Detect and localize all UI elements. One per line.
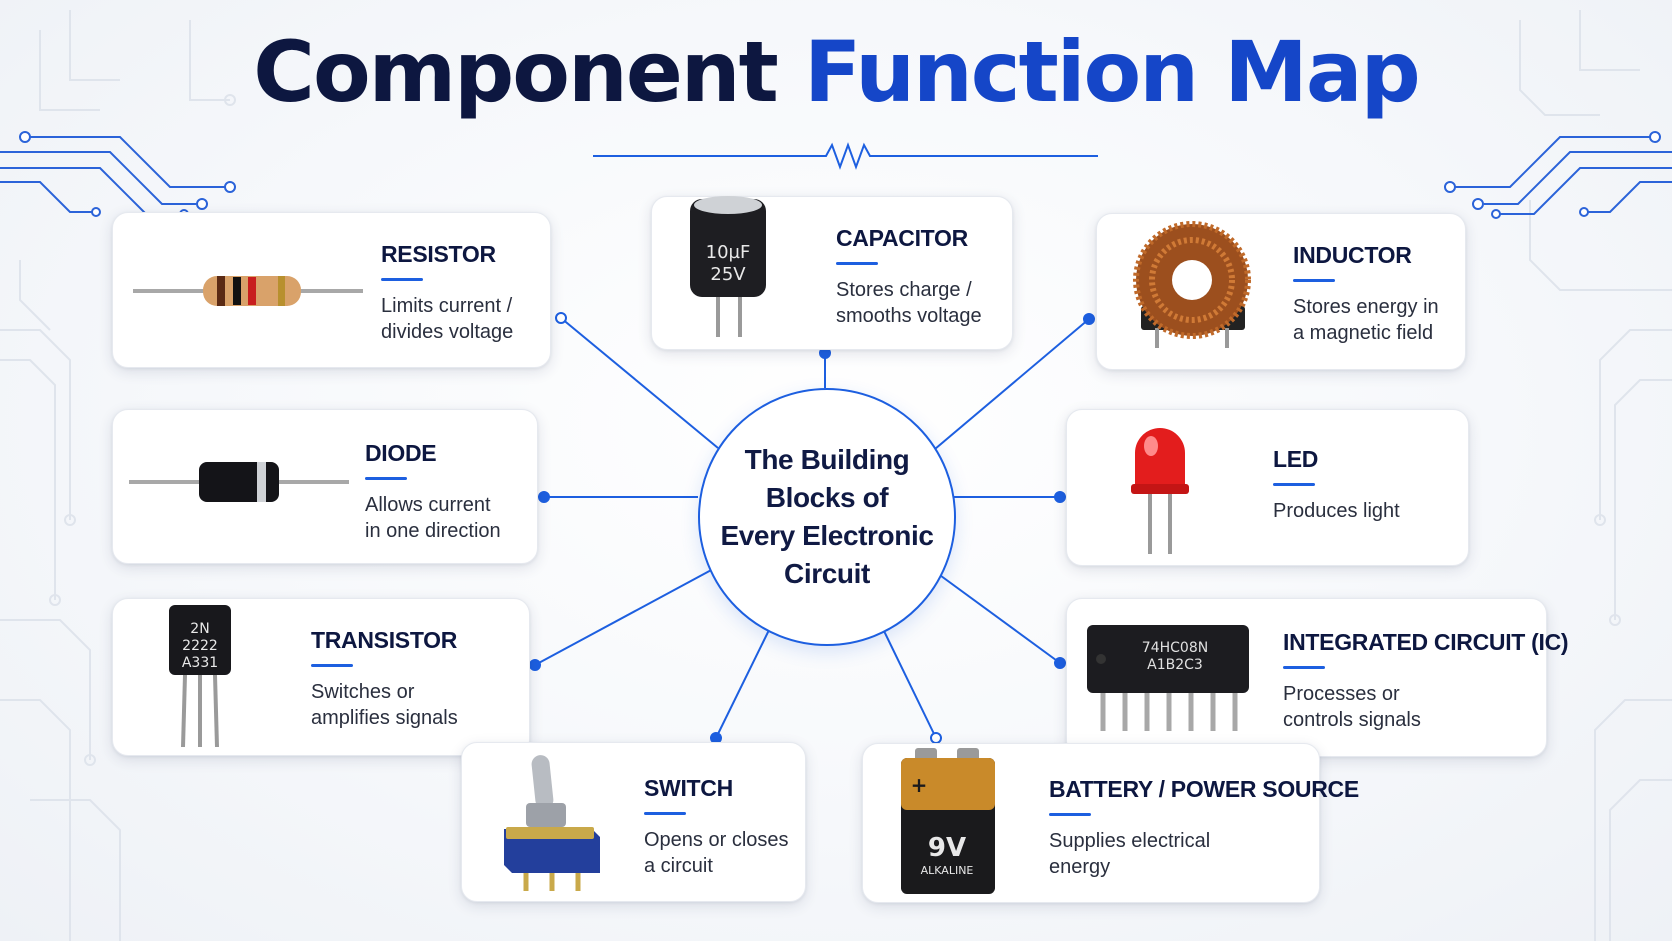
capacitor-marking-1: 10µF: [706, 242, 751, 263]
transistor-marking-1: 2N: [190, 621, 209, 637]
diode-image: [129, 462, 349, 502]
link-resistor: [560, 317, 719, 449]
link-battery: [883, 630, 937, 739]
capacitor-marking-2: 25V: [710, 264, 746, 285]
capacitor-image: 10µF 25V: [690, 196, 766, 337]
card-switch: SWITCH Opens or closes a circuit: [461, 742, 806, 902]
ic-accent-bar: [1283, 666, 1325, 669]
led-image: [1131, 428, 1189, 554]
link-inductor: [934, 318, 1090, 450]
capacitor-desc: Stores charge / smooths voltage: [836, 279, 982, 327]
transistor-name: TRANSISTOR: [311, 627, 458, 653]
led-accent-bar: [1273, 483, 1315, 486]
node-diode: [538, 491, 550, 503]
resistor-image: [133, 276, 363, 306]
inductor-image: [1133, 221, 1251, 348]
ic-desc: Processes or controls signals: [1283, 683, 1421, 731]
node-inductor: [1083, 313, 1095, 325]
diode-desc: Allows current in one direction: [365, 494, 501, 542]
led-name: LED: [1273, 446, 1319, 472]
card-ic: 74HC08N A1B2C3 INTEGRATED CIRCUIT (IC) P…: [1066, 598, 1569, 757]
transistor-accent-bar: [311, 664, 353, 667]
page-title: Component Function Map: [0, 22, 1672, 123]
battery-name: BATTERY / POWER SOURCE: [1049, 776, 1359, 802]
card-battery: + 9V ALKALINE BATTERY / POWER SOURCE Sup…: [862, 743, 1359, 903]
node-resistor: [555, 312, 567, 324]
inductor-desc: Stores energy in a magnetic field: [1293, 296, 1439, 344]
transistor-image: 2N 2222 A331: [169, 605, 231, 748]
inductor-accent-bar: [1293, 279, 1335, 282]
node-led: [1054, 491, 1066, 503]
node-battery: [930, 732, 942, 744]
switch-name: SWITCH: [644, 775, 733, 801]
transistor-marking-2: 2222: [182, 638, 218, 654]
transistor-desc: Switches or amplifies signals: [311, 681, 458, 729]
ic-image: 74HC08N A1B2C3: [1087, 625, 1249, 731]
card-led: LED Produces light: [1066, 409, 1469, 566]
battery-plus-sign: +: [911, 773, 928, 797]
battery-image: + 9V ALKALINE: [901, 748, 995, 894]
diode-accent-bar: [365, 477, 407, 480]
center-hub-text: The Building Blocks of Every Electronic …: [720, 444, 934, 589]
diode-name: DIODE: [365, 440, 437, 466]
inductor-name: INDUCTOR: [1293, 242, 1412, 268]
battery-accent-bar: [1049, 813, 1091, 816]
resistor-desc: Limits current / divides voltage: [381, 295, 514, 343]
title-part-1: Component: [253, 23, 778, 121]
resistor-name: RESISTOR: [381, 241, 496, 267]
ic-marking-2: A1B2C3: [1147, 657, 1203, 673]
card-capacitor: 10µF 25V CAPACITOR Stores charge / smoot…: [651, 196, 1013, 350]
card-resistor: RESISTOR Limits current / divides voltag…: [112, 212, 551, 368]
resistor-accent-bar: [381, 278, 423, 281]
transistor-marking-3: A331: [182, 655, 218, 671]
battery-voltage: 9V: [928, 833, 966, 863]
link-switch: [715, 627, 771, 739]
ic-name: INTEGRATED CIRCUIT (IC): [1283, 629, 1569, 655]
card-diode: DIODE Allows current in one direction: [112, 409, 538, 564]
switch-accent-bar: [644, 812, 686, 815]
ic-marking-1: 74HC08N: [1142, 640, 1208, 656]
led-desc: Produces light: [1273, 500, 1400, 522]
battery-desc: Supplies electrical energy: [1049, 830, 1211, 878]
capacitor-name: CAPACITOR: [836, 225, 968, 251]
switch-image: [504, 755, 600, 891]
center-hub: The Building Blocks of Every Electronic …: [698, 388, 956, 646]
battery-type: ALKALINE: [921, 864, 974, 877]
switch-desc: Opens or closes a circuit: [644, 829, 789, 877]
title-part-2: Function Map: [804, 23, 1421, 121]
card-inductor: INDUCTOR Stores energy in a magnetic fie…: [1096, 213, 1466, 370]
card-transistor: 2N 2222 A331 TRANSISTOR Switches or ampl…: [112, 598, 530, 756]
link-ic: [936, 572, 1061, 664]
node-transistor: [529, 659, 541, 671]
node-ic: [1054, 657, 1066, 669]
link-transistor: [534, 567, 716, 666]
capacitor-accent-bar: [836, 262, 878, 265]
